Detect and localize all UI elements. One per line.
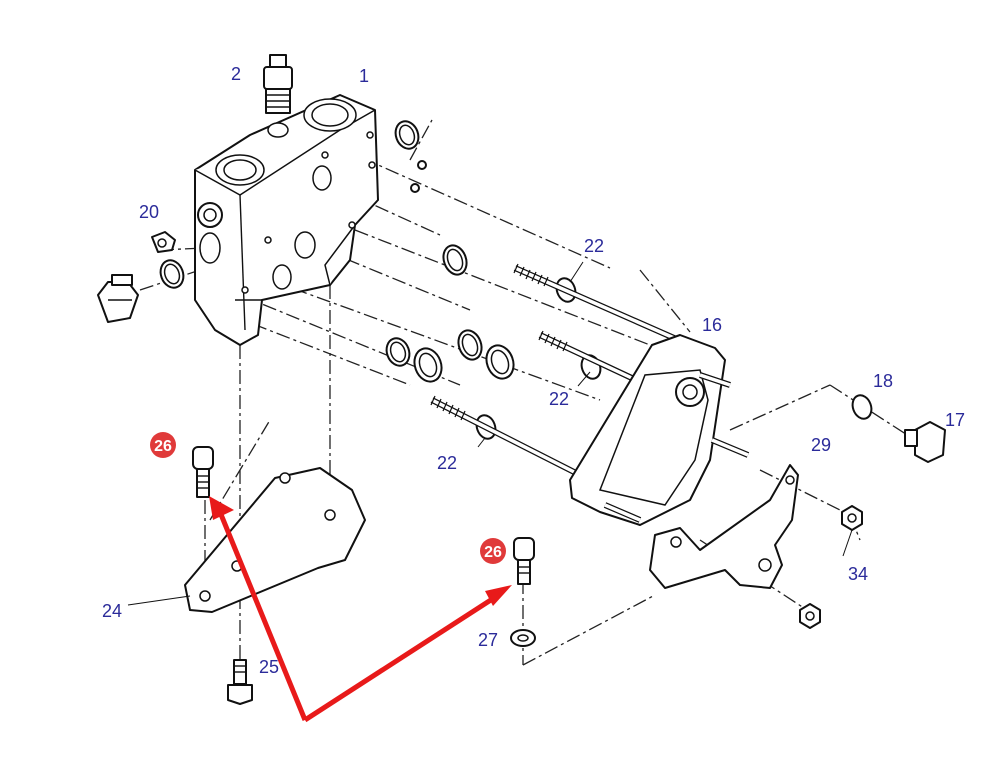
callout-25: 25 — [259, 657, 279, 677]
nuts-34 — [799, 505, 863, 629]
valve-block — [194, 94, 379, 346]
flange-housing — [569, 334, 750, 526]
bracket-plate-24 — [184, 467, 366, 613]
callout-22-bottom: 22 — [437, 453, 457, 473]
callout-22-top: 22 — [584, 236, 604, 256]
cartridge-valve — [263, 54, 293, 114]
o-rings — [159, 120, 873, 440]
screw-26-right — [513, 537, 535, 585]
callout-18: 18 — [873, 371, 893, 391]
svg-text:26: 26 — [154, 438, 172, 455]
badge-26-left: 26 — [150, 432, 176, 458]
callout-24: 24 — [102, 601, 122, 621]
callout-2: 2 — [231, 64, 241, 84]
plug-20 — [151, 231, 176, 253]
callout-22-middle: 22 — [549, 389, 569, 409]
callout-1: 1 — [359, 66, 369, 86]
plug-large — [97, 274, 139, 323]
screw-26-left — [192, 446, 214, 498]
highlight-arrows — [209, 496, 512, 723]
plug-17 — [904, 421, 946, 463]
callout-16: 16 — [702, 315, 722, 335]
leader-lines — [127, 261, 853, 606]
svg-text:26: 26 — [484, 544, 502, 561]
badge-26-right: 26 — [480, 538, 506, 564]
callout-29: 29 — [811, 435, 831, 455]
callout-17: 17 — [945, 410, 965, 430]
callout-27: 27 — [478, 630, 498, 650]
callout-20: 20 — [139, 202, 159, 222]
bracket-29 — [649, 464, 799, 589]
studs-22 — [430, 263, 702, 478]
callout-labels: 1 2 16 17 18 20 22 22 22 24 25 27 29 34 — [102, 64, 965, 677]
washer-27 — [510, 629, 536, 647]
bolt-25 — [227, 659, 253, 705]
callout-34: 34 — [848, 564, 868, 584]
